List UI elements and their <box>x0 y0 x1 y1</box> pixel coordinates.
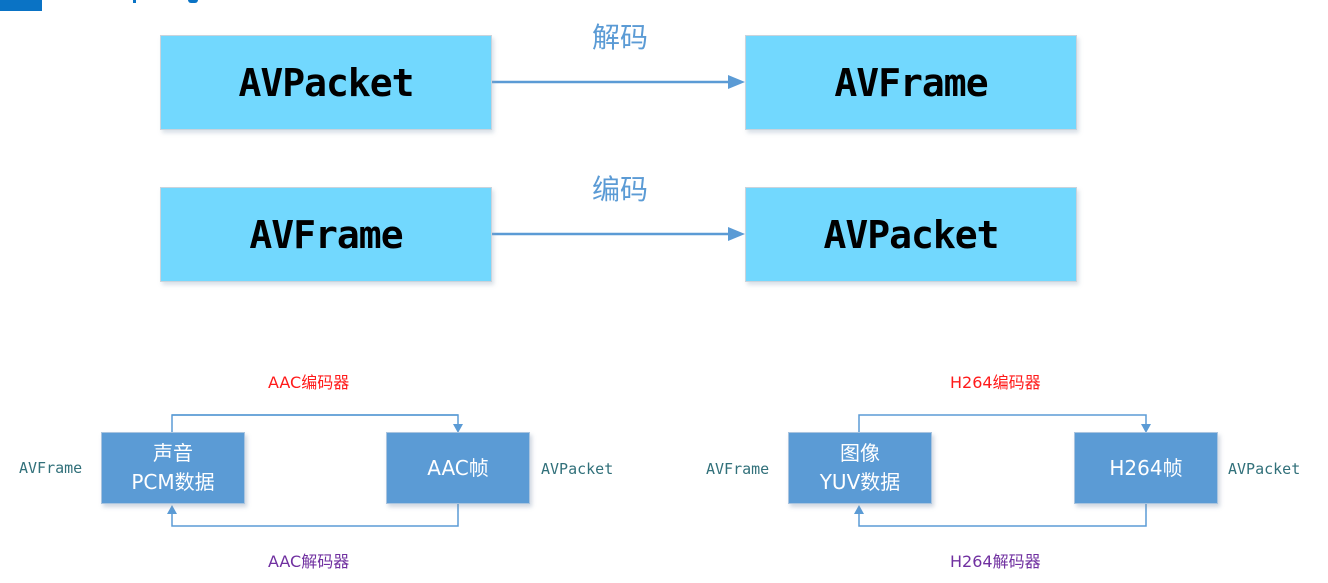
video-left-side-label: AVFrame <box>706 460 770 478</box>
h264-frame-label: H264帧 <box>1109 455 1183 480</box>
audio-pcm-line2: PCM数据 <box>131 470 215 494</box>
audio-right-side-label: AVPacket <box>541 460 614 478</box>
h264-decode-arrowhead <box>854 505 864 514</box>
encode-target-box: AVPacket <box>745 187 1077 282</box>
h264-encoder-label: H264编码器 <box>950 373 1041 392</box>
decode-target-label: AVFrame <box>834 60 988 105</box>
aac-decoder-label: AAC解码器 <box>268 552 350 571</box>
decode-label: 解码 <box>592 21 649 54</box>
h264-frame-box: H264帧 <box>1074 432 1218 504</box>
encode-label: 编码 <box>592 173 649 206</box>
aac-frame-label: AAC帧 <box>427 455 489 480</box>
video-right-side-label: AVPacket <box>1228 460 1301 478</box>
decode-source-label: AVPacket <box>238 60 414 105</box>
aac-decode-arrowhead <box>167 505 177 514</box>
decode-arrow-head <box>728 75 745 89</box>
video-yuv-box: 图像 YUV数据 <box>788 432 932 504</box>
encode-source-box: AVFrame <box>160 187 492 282</box>
h264-decoder-label: H264解码器 <box>950 552 1041 571</box>
encode-arrow-head <box>728 227 745 241</box>
aac-decode-path <box>171 504 459 527</box>
decode-source-box: AVPacket <box>160 35 492 130</box>
h264-decode-path <box>858 504 1147 527</box>
audio-left-side-label: AVFrame <box>19 459 83 477</box>
aac-frame-box: AAC帧 <box>386 432 530 504</box>
decode-target-box: AVFrame <box>745 35 1077 130</box>
aac-encode-path <box>171 414 458 432</box>
encode-source-label: AVFrame <box>249 212 403 257</box>
h264-encode-path <box>858 414 1147 432</box>
video-yuv-line2: YUV数据 <box>819 470 901 494</box>
aac-encode-arrowhead <box>453 424 463 433</box>
video-yuv-line1: 图像 <box>840 441 880 465</box>
audio-pcm-line1: 声音 <box>153 441 193 465</box>
audio-pcm-box: 声音 PCM数据 <box>101 432 245 504</box>
encode-target-label: AVPacket <box>823 212 999 257</box>
header-text-fragment <box>133 0 136 3</box>
h264-encode-arrowhead <box>1141 424 1151 433</box>
aac-encoder-label: AAC编码器 <box>268 373 350 392</box>
header-text-fragment <box>188 0 198 3</box>
header-accent-bar <box>0 0 42 11</box>
